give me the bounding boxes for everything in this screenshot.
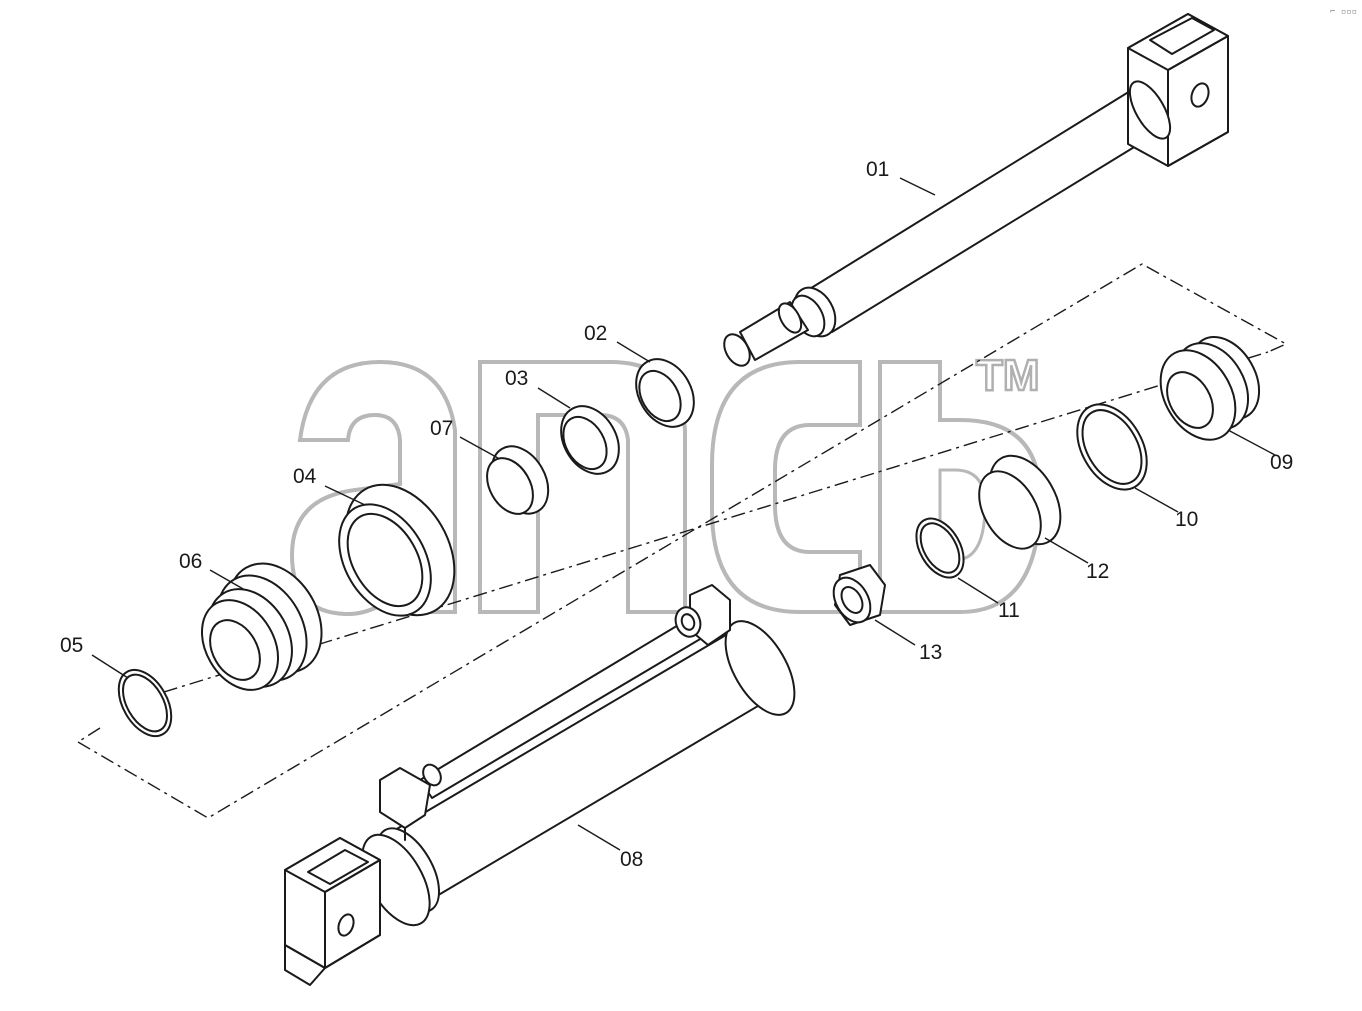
part-02-rod-ring-a [635,358,695,428]
part-05-o-ring-small [117,668,173,738]
label-04: 04 [293,465,317,488]
label-07: 07 [430,417,453,440]
label-10: 10 [1175,508,1198,531]
label-02: 02 [584,322,607,345]
part-03-rod-ring-b [560,405,620,475]
part-labels: 01 02 03 04 05 06 07 08 09 10 11 12 13 [60,158,1293,871]
part-06-gland-seal [201,562,323,691]
watermark-tm: TM [976,351,1040,400]
label-11: 11 [998,599,1020,622]
part-09-piston [1159,336,1261,441]
part-10-piston-ring [1076,403,1148,491]
part-12-wear-band [978,454,1062,550]
label-09: 09 [1270,451,1293,474]
label-03: 03 [505,367,528,390]
corner-mark: ⌐ ▫▫▫ [1330,7,1357,17]
label-12: 12 [1086,560,1109,583]
part-07-bushing [486,445,550,515]
label-13: 13 [919,641,942,664]
assembly-axis [77,263,1288,819]
part-08-cylinder-barrel [284,584,796,986]
part-04-guide-head [338,483,456,617]
part-11-o-ring [915,517,965,579]
part-13-nut [832,564,886,626]
label-05: 05 [60,634,83,657]
part-01-piston-rod [723,13,1229,367]
label-06: 06 [179,550,202,573]
leader-lines [91,177,1276,851]
label-08: 08 [620,848,643,871]
label-01: 01 [866,158,889,181]
